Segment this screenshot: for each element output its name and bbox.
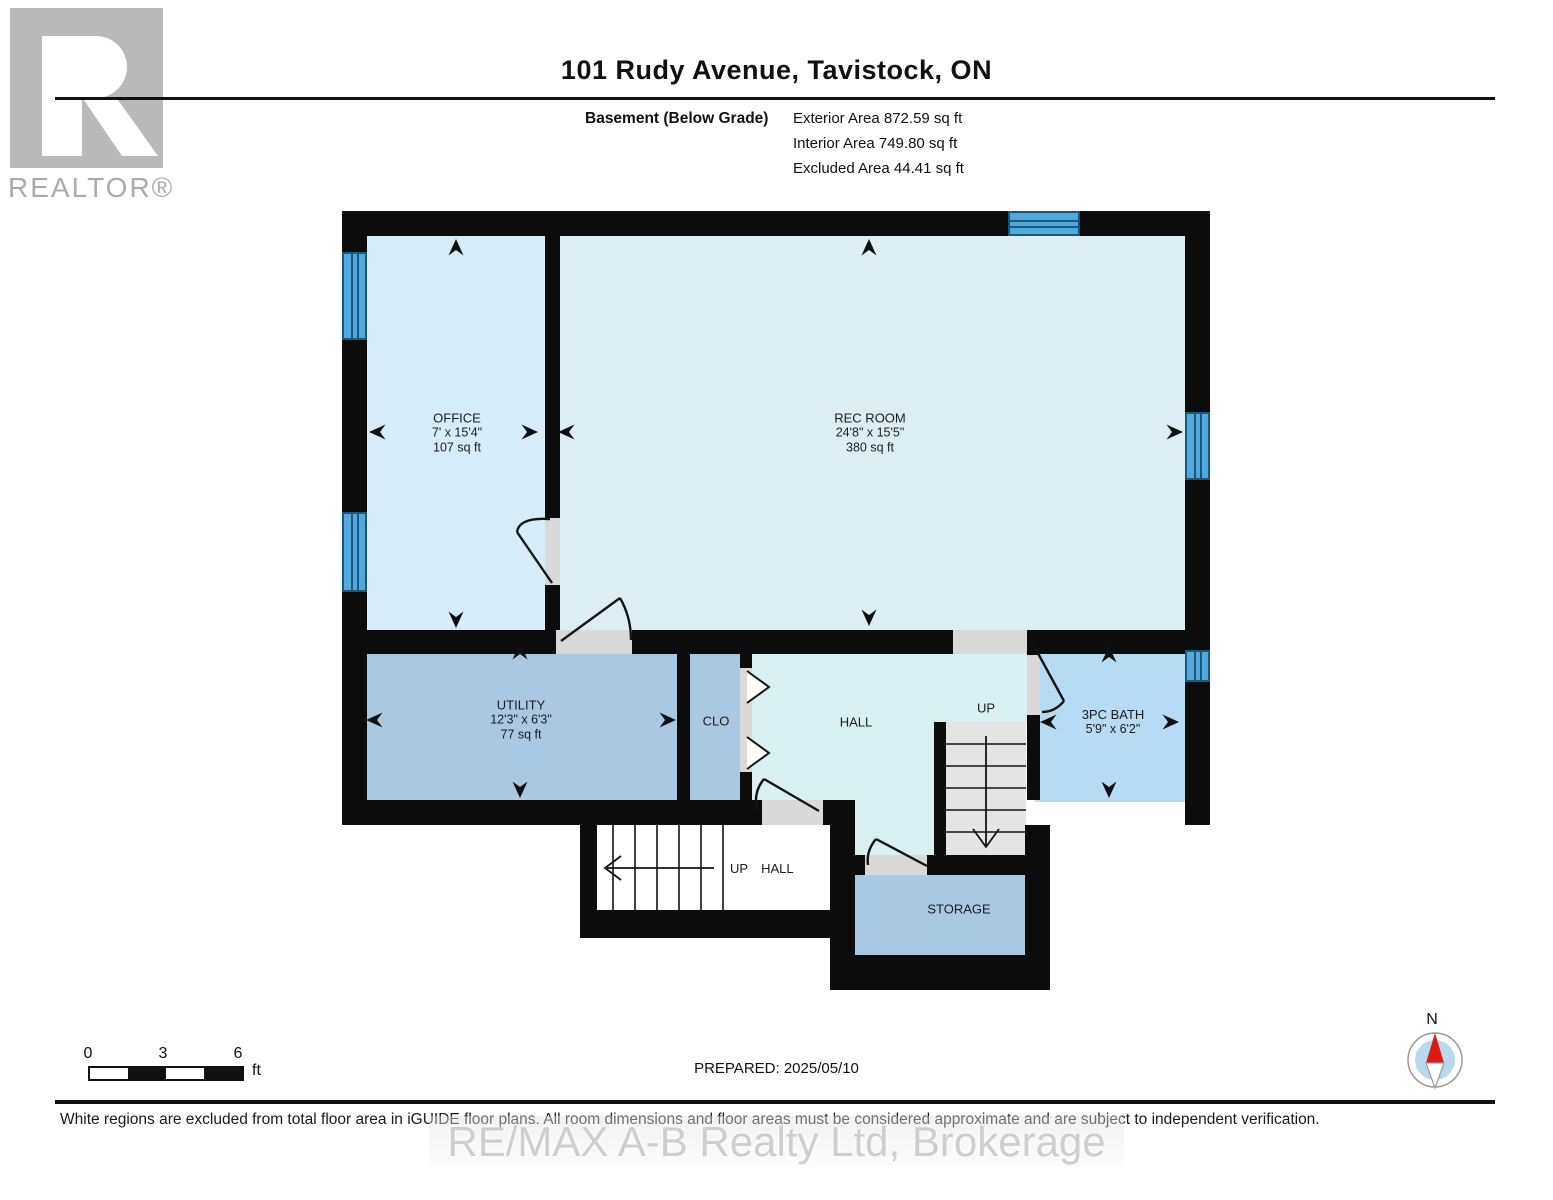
window-bath (1185, 650, 1210, 682)
wall-utility-closet (677, 654, 690, 804)
bath-door (1032, 645, 1066, 714)
utility-area: 77 sq ft (500, 727, 542, 742)
wall-storage-bottom (830, 955, 1050, 990)
footer-divider (55, 1100, 1495, 1104)
hall-door-opening (762, 800, 823, 825)
hall-name: HALL (839, 714, 873, 730)
window-recroom-right (1185, 412, 1210, 480)
storage-label: STORAGE (927, 902, 990, 917)
stairs-down-treads (946, 736, 1026, 849)
disclaimer-text: White regions are excluded from total fl… (60, 1111, 1320, 1128)
brokerage-watermark: RE/MAX A-B Realty Ltd, Brokerage (0, 1116, 1553, 1167)
floor-label: Basement (Below Grade) (585, 110, 769, 127)
utility-dims: 12'3" x 6'3" (490, 712, 552, 727)
interior-area: Interior Area 749.80 sq ft (793, 135, 958, 152)
hall-door (754, 777, 820, 813)
wall-bottom-long (342, 800, 842, 825)
office-label: OFFICE 7' x 15'4" 107 sq ft (432, 411, 482, 456)
page-title: 101 Rudy Avenue, Tavistock, ON (560, 55, 993, 85)
utility-door (560, 597, 633, 642)
bath-door-opening (1027, 655, 1040, 715)
bath-name: 3PC BATH (1081, 707, 1145, 722)
window-office-upper (342, 252, 367, 340)
utility-name: UTILITY (496, 697, 546, 713)
scale-unit: ft (252, 1062, 261, 1079)
office-area: 107 sq ft (433, 440, 481, 455)
office-door-opening (545, 518, 560, 585)
wall-lowerstair-left (580, 825, 597, 938)
exterior-area: Exterior Area 872.59 sq ft (793, 110, 963, 127)
storage-room (855, 875, 1025, 957)
bath-dims: 5'9" x 6'2" (1085, 722, 1141, 736)
scale-tick-3: 3 (158, 1045, 168, 1062)
window-recroom-top (1008, 211, 1080, 236)
closet-room (685, 654, 745, 804)
landing-opening (953, 630, 1027, 654)
hall-alcove (850, 804, 937, 864)
scale-bar (88, 1066, 244, 1081)
compass-needle-north (1426, 1033, 1444, 1063)
wall-mid (342, 630, 1210, 654)
rec-room-label: REC ROOM 24'8" x 15'5" 380 sq ft (834, 411, 906, 456)
lower-stairs-label: UP HALL (730, 861, 794, 876)
brokerage-watermark-text: RE/MAX A-B Realty Ltd, Brokerage (429, 1116, 1124, 1167)
compass-icon: N (1398, 1008, 1472, 1099)
office-room (355, 232, 555, 652)
storage-door (866, 837, 928, 868)
rec-room-area: 380 sq ft (846, 440, 894, 455)
stairs-down-arrow-icon (972, 828, 1000, 849)
storage-door-opening (865, 855, 927, 875)
wall-storage-left (830, 800, 855, 977)
rec-room (552, 232, 1197, 657)
realtor-logo-icon (10, 8, 163, 173)
wall-lowerstair-bottom (580, 910, 845, 938)
compass-north-label: N (1426, 1011, 1438, 1028)
door-swings (515, 517, 1066, 868)
hall-label: HALL (840, 715, 873, 730)
excluded-area: Excluded Area 44.41 sq ft (793, 160, 964, 177)
hall-room (747, 654, 940, 804)
wall-stairs-left (934, 722, 946, 863)
office-door (515, 517, 553, 584)
realtor-logo-label: REALTOR® (8, 172, 175, 203)
scale-tick-0: 0 (83, 1045, 93, 1062)
dimension-arrows (366, 239, 1183, 798)
stair-landing (940, 654, 1035, 724)
stairs-lower-arrow-icon (603, 855, 622, 881)
stair-up-text: UP (976, 700, 996, 716)
storage-name: STORAGE (927, 901, 991, 917)
rec-room-dims: 24'8" x 15'5" (835, 425, 905, 440)
wall-right (1185, 211, 1210, 825)
office-dims: 7' x 15'4" (431, 425, 483, 440)
office-name: OFFICE (433, 410, 481, 426)
scale-tick-6: 6 (233, 1045, 243, 1062)
bath-label: 3PC BATH 5'9" x 6'2" (1082, 707, 1145, 737)
header-divider (55, 97, 1495, 100)
utility-room (360, 654, 685, 804)
utility-label: UTILITY 12'3" x 6'3" 77 sq ft (490, 698, 552, 743)
rec-room-name: REC ROOM (834, 410, 906, 426)
stairs-lower-treads (603, 825, 724, 910)
closet-bifold-icons (746, 670, 771, 770)
window-office-lower (342, 512, 367, 592)
closet-label: CLO (703, 714, 730, 729)
compass-needle-south (1425, 1062, 1445, 1090)
closet-name: CLO (702, 713, 730, 729)
lower-stairs-up: UP (730, 861, 749, 876)
lower-stairs-hall: HALL (761, 861, 794, 876)
prepared-date: PREPARED: 2025/05/10 (694, 1060, 859, 1077)
stair-up-label: UP (977, 701, 995, 716)
